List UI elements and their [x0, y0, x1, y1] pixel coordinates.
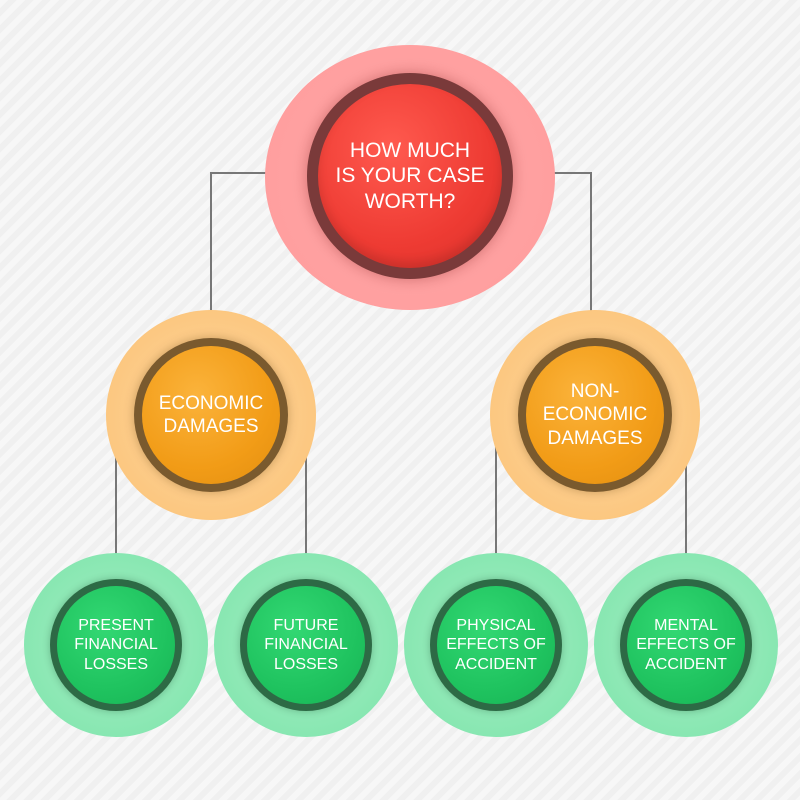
- non-economic-label-line: DAMAGES: [547, 427, 643, 449]
- root-label-line: HOW MUCH: [349, 138, 471, 162]
- economic-damages-label: ECONOMIC DAMAGES: [142, 346, 280, 484]
- future-financial-losses-node: FUTURE FINANCIAL LOSSES: [214, 553, 398, 737]
- leaf-label-line: ACCIDENT: [645, 655, 727, 673]
- economic-label-line: ECONOMIC: [158, 392, 264, 414]
- present-financial-losses-node: PRESENT FINANCIAL LOSSES: [24, 553, 208, 737]
- physical-effects-node: PHYSICAL EFFECTS OF ACCIDENT: [404, 553, 588, 737]
- leaf-label-line: FUTURE: [273, 616, 339, 634]
- leaf-label-line: LOSSES: [83, 655, 149, 673]
- economic-damages-node: ECONOMIC DAMAGES: [106, 310, 316, 520]
- non-economic-label-line: ECONOMIC: [542, 404, 648, 426]
- non-economic-damages-label: NON- ECONOMIC DAMAGES: [526, 346, 664, 484]
- mental-effects-label: MENTAL EFFECTS OF ACCIDENT: [627, 586, 745, 704]
- leaf-label-line: PRESENT: [78, 616, 154, 634]
- economic-label-line: DAMAGES: [163, 416, 259, 437]
- physical-effects-label: PHYSICAL EFFECTS OF ACCIDENT: [437, 586, 555, 704]
- leaf-label-line: ACCIDENT: [455, 655, 537, 673]
- non-economic-label-line: NON-: [570, 381, 620, 403]
- leaf-label-line: FINANCIAL: [74, 636, 158, 654]
- leaf-label-line: FINANCIAL: [264, 636, 348, 654]
- present-financial-losses-label: PRESENT FINANCIAL LOSSES: [57, 586, 175, 704]
- leaf-label-line: LOSSES: [273, 655, 339, 673]
- future-financial-losses-label: FUTURE FINANCIAL LOSSES: [247, 586, 365, 704]
- leaf-label-line: PHYSICAL: [456, 616, 536, 634]
- leaf-label-line: EFFECTS OF: [636, 636, 736, 654]
- root-label: HOW MUCH IS YOUR CASE WORTH?: [318, 84, 502, 268]
- mental-effects-node: MENTAL EFFECTS OF ACCIDENT: [594, 553, 778, 737]
- non-economic-damages-node: NON- ECONOMIC DAMAGES: [490, 310, 700, 520]
- root-node: HOW MUCH IS YOUR CASE WORTH?: [265, 45, 555, 310]
- root-label-line: IS YOUR CASE: [335, 164, 485, 188]
- leaf-label-line: MENTAL: [654, 616, 718, 634]
- leaf-label-line: EFFECTS OF: [446, 636, 546, 654]
- root-label-line: WORTH?: [364, 189, 456, 213]
